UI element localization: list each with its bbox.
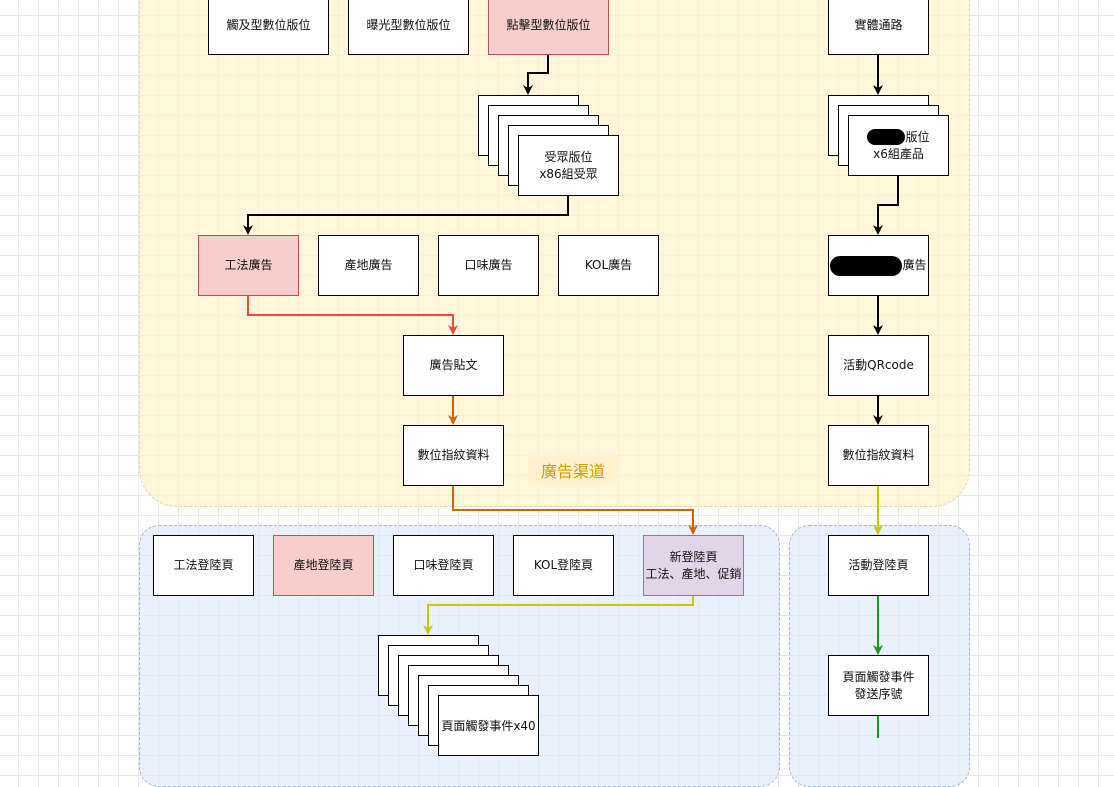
- digital-fingerprint-right-box[interactable]: 數位指紋資料: [828, 425, 929, 486]
- retail-ad-box[interactable]: 廣告: [828, 235, 929, 296]
- flavor-ad-box[interactable]: 口味廣告: [438, 235, 539, 296]
- click-placement-box[interactable]: 點擊型數位版位: [488, 0, 609, 55]
- method-ad-box[interactable]: 工法廣告: [198, 235, 299, 296]
- ad-channel-label: 廣告渠道: [528, 455, 618, 485]
- redacted-text: [867, 129, 906, 145]
- method-landing-box[interactable]: 工法登陸頁: [153, 535, 254, 596]
- digital-fingerprint-box[interactable]: 數位指紋資料: [403, 425, 504, 486]
- origin-ad-box[interactable]: 產地廣告: [318, 235, 419, 296]
- retail-placement-box[interactable]: 版位 x6組產品: [848, 115, 949, 176]
- audience-placement-box[interactable]: 受眾版位 x86組受眾: [518, 135, 619, 196]
- origin-landing-box[interactable]: 產地登陸頁: [273, 535, 374, 596]
- ad-post-box[interactable]: 廣告貼文: [403, 335, 504, 396]
- arrow-audience-to-method-ad: [243, 196, 569, 235]
- kol-landing-box[interactable]: KOL登陸頁: [513, 535, 614, 596]
- retail-placement-label: 版位: [905, 129, 930, 144]
- trigger-serial-box[interactable]: 頁面觸發事件 發送序號: [828, 655, 929, 716]
- retail-product-count: x6組產品: [873, 146, 924, 161]
- reach-placement-box[interactable]: 觸及型數位版位: [208, 0, 329, 55]
- arrow-click-to-audience: [523, 55, 549, 95]
- arrow-placement-to-retail-ad: [873, 176, 899, 235]
- new-landing-box[interactable]: 新登陸頁 工法、產地、促銷: [643, 535, 744, 596]
- arrow-new-landing-to-events: [423, 596, 694, 635]
- arrow-fingerprint-to-new-landing: [452, 486, 698, 535]
- retail-channel-box[interactable]: 實體通路: [828, 0, 929, 55]
- exposure-placement-box[interactable]: 曝光型數位版位: [348, 0, 469, 55]
- flavor-landing-box[interactable]: 口味登陸頁: [393, 535, 494, 596]
- redacted-text: [830, 255, 903, 276]
- qrcode-box[interactable]: 活動QRcode: [828, 335, 929, 396]
- campaign-landing-box[interactable]: 活動登陸頁: [828, 535, 929, 596]
- retail-ad-label: 廣告: [902, 258, 927, 272]
- kol-ad-box[interactable]: KOL廣告: [558, 235, 659, 296]
- arrow-method-ad-to-post: [247, 296, 458, 335]
- connectors: [243, 55, 899, 738]
